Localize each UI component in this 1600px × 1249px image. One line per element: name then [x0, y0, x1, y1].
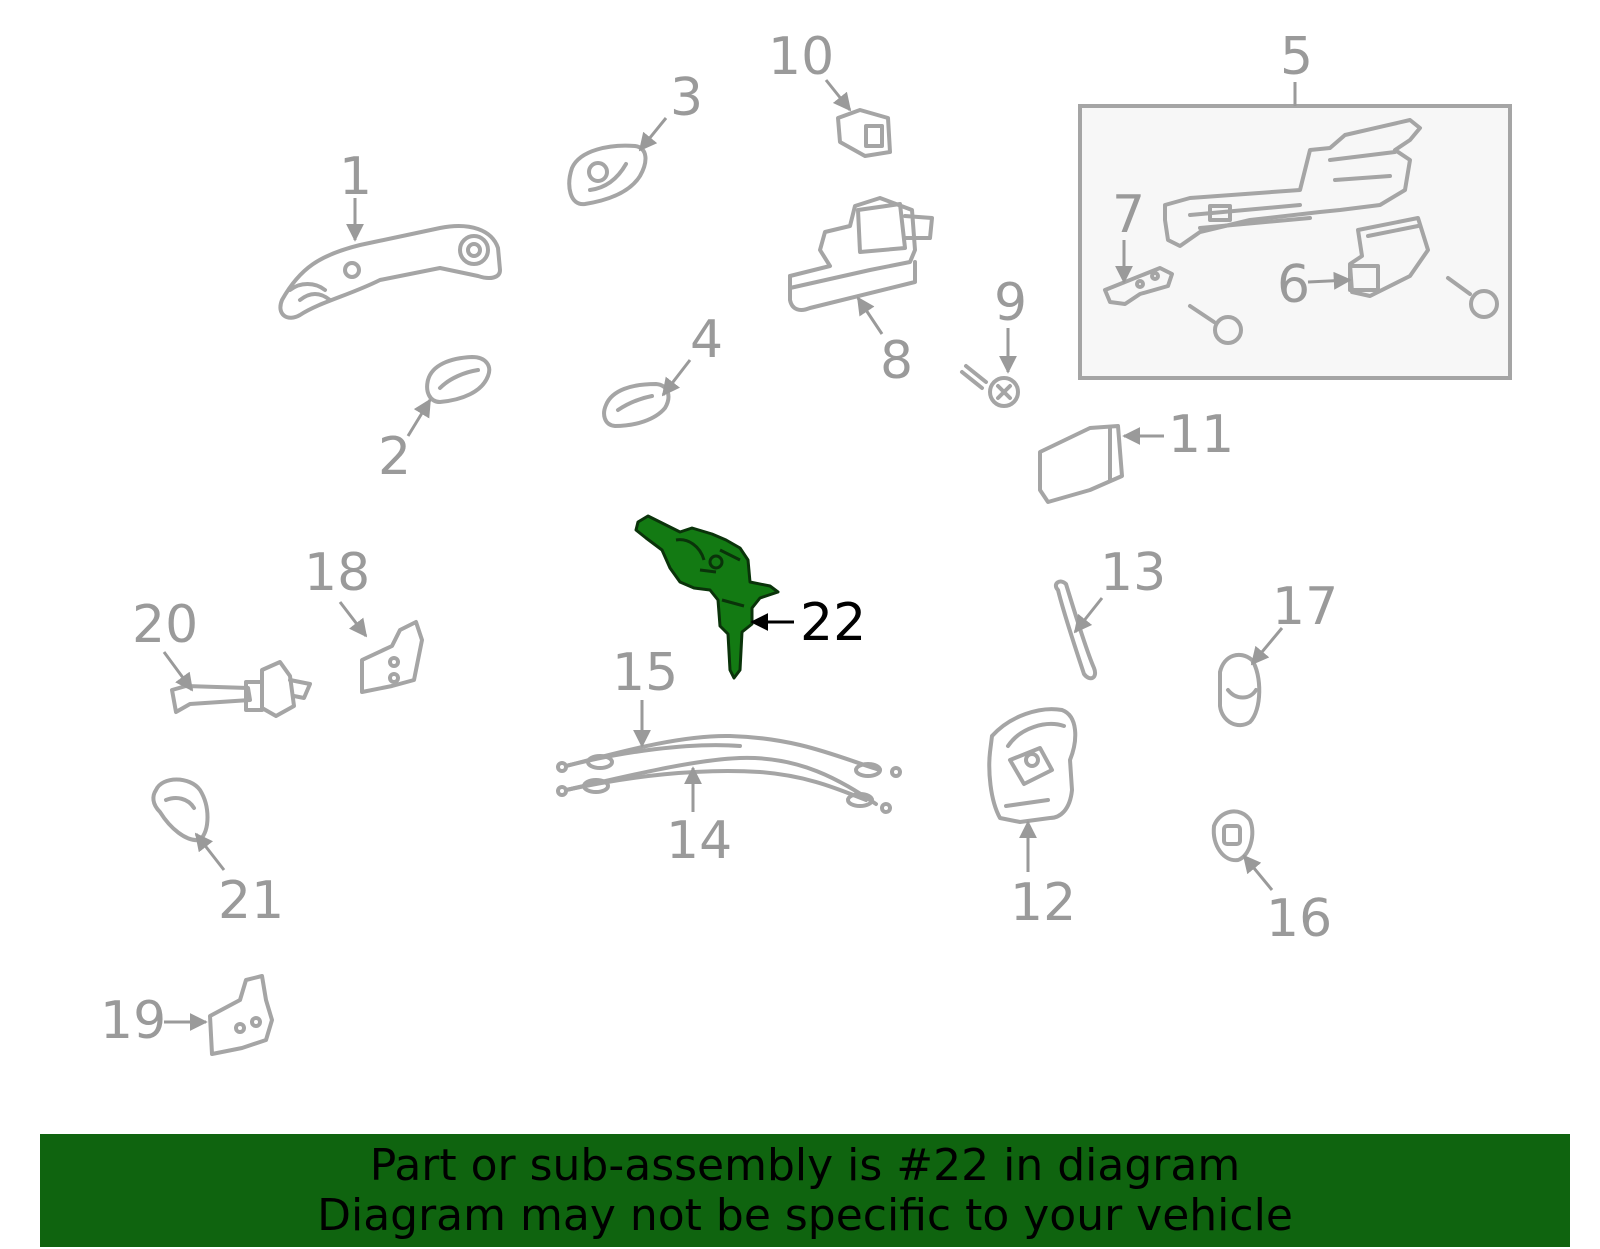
part-7-bracket: [1103, 266, 1174, 306]
part-16-striker: [1211, 809, 1255, 863]
callout-17: 17: [1272, 577, 1338, 637]
callout-7: 7: [1112, 185, 1145, 245]
callout-1: 1: [339, 147, 372, 207]
part-10-clip: [836, 108, 892, 158]
banner-line-2: Diagram may not be specific to your vehi…: [317, 1189, 1293, 1241]
callout-22: 22: [800, 593, 866, 653]
part-22-lock-cylinder: [634, 514, 780, 680]
callout-12: 12: [1010, 873, 1076, 933]
callout-18: 18: [304, 543, 370, 603]
part-5-frame-assembly-box: [1078, 82, 1512, 380]
callout-15: 15: [612, 643, 678, 703]
part-3-bezel: [567, 143, 648, 207]
callout-14: 14: [666, 811, 732, 871]
part-4-bezel: [602, 382, 671, 428]
part-11-cover: [1038, 424, 1124, 504]
part-9-screw: [960, 364, 1020, 408]
callout-21: 21: [218, 871, 284, 931]
callout-5: 5: [1280, 27, 1313, 87]
part-14-cable: [556, 755, 892, 814]
callout-11: 11: [1168, 405, 1234, 465]
part-12-door-lock: [987, 707, 1078, 824]
part-15-cable: [556, 733, 902, 778]
part-19-hinge: [208, 974, 274, 1056]
callout-19: 19: [100, 991, 166, 1051]
callout-2: 2: [378, 427, 411, 487]
parts-diagram: 1 2 3 4 10 8 9: [100, 27, 1512, 1056]
callout-10: 10: [768, 27, 834, 87]
callout-6: 6: [1277, 255, 1310, 315]
part-5-screw-b: [1446, 276, 1499, 319]
callout-20: 20: [132, 595, 198, 655]
part-5-screw-a: [1188, 304, 1243, 345]
callout-13: 13: [1100, 543, 1166, 603]
banner-line-1: Part or sub-assembly is #22 in diagram: [369, 1139, 1241, 1191]
part-8-inside-handle: [788, 196, 934, 312]
part-17-cap: [1218, 652, 1262, 728]
callout-16: 16: [1266, 889, 1332, 949]
callout-9: 9: [994, 273, 1027, 333]
part-21-bumper: [151, 777, 210, 843]
callout-4: 4: [690, 310, 723, 370]
part-1-outside-handle: [278, 224, 502, 320]
part-2-handle-pad: [425, 355, 492, 404]
callout-8: 8: [880, 331, 913, 391]
part-13-rod: [1053, 579, 1097, 681]
part-18-hinge: [360, 620, 424, 694]
info-banner: Part or sub-assembly is #22 in diagram D…: [40, 1134, 1570, 1247]
callout-3: 3: [670, 68, 703, 128]
